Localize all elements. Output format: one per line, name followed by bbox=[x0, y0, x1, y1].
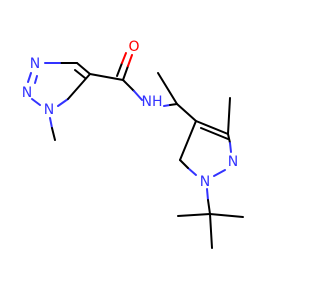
atom-n2-label: N bbox=[22, 85, 32, 101]
molecule-structure: N N N O NH N N bbox=[22, 39, 244, 249]
bond-n3-n2-double bbox=[34, 75, 38, 84]
bond-n3-n2 bbox=[27, 72, 32, 83]
bond-c4-c5-double bbox=[74, 69, 86, 79]
bond-n2-n1 bbox=[31, 98, 41, 106]
ethyl-linker bbox=[157, 72, 197, 122]
bond-pz-n1-tbu bbox=[207, 199, 211, 215]
atom-o-label: O bbox=[128, 39, 139, 55]
bond-pz-c3-methyl bbox=[227, 97, 231, 135]
bond-tbu-me3 bbox=[209, 213, 213, 249]
bond-carbonyl-o-red bbox=[127, 54, 133, 67]
bond-tbu-me1 bbox=[177, 213, 211, 217]
bond-pz-c3-n2 bbox=[227, 133, 231, 144]
bond-ch-methyl bbox=[157, 72, 178, 105]
atom-pz-n1-label: N bbox=[200, 174, 210, 190]
bond-carbonyl-o bbox=[122, 65, 129, 81]
bond-tbu-me2 bbox=[209, 213, 244, 218]
bond-carbonyl-n bbox=[122, 79, 135, 92]
triazole-ring bbox=[27, 62, 91, 141]
bond-pz-c4-c3 bbox=[195, 120, 229, 135]
bond-n1-c5 bbox=[67, 73, 91, 100]
pyrazole-ring bbox=[179, 97, 232, 215]
bond-pz-n2-n1 bbox=[213, 169, 226, 177]
bond-pz-c4-c3-double bbox=[200, 127, 229, 140]
bond-n1-methyl bbox=[51, 127, 56, 141]
bond-n-ch bbox=[169, 103, 178, 106]
bond-pz-c3-n2-n bbox=[229, 142, 232, 153]
bond-c5-carbonyl bbox=[89, 73, 124, 81]
tert-butyl-group bbox=[177, 213, 244, 249]
bond-n1-methyl-n bbox=[49, 117, 53, 129]
bond-n1-c5-n bbox=[57, 98, 69, 107]
bond-pz-n1-tbu-n bbox=[206, 188, 209, 201]
bond-carbonyl-o-double bbox=[116, 62, 123, 77]
bond-pz-c5-c4 bbox=[179, 120, 197, 161]
bond-n-ch-n bbox=[163, 104, 171, 107]
bond-pz-n1-c5-n bbox=[187, 167, 197, 176]
bond-carbonyl-n-n bbox=[133, 90, 143, 101]
atom-n3-label: N bbox=[30, 56, 40, 72]
bond-ch-pz-c4 bbox=[176, 103, 197, 122]
amide-group bbox=[89, 52, 178, 107]
bond-carbonyl-o-double-red bbox=[121, 52, 127, 64]
bond-c4-c5 bbox=[76, 62, 91, 75]
atom-nh-label: NH bbox=[142, 94, 163, 110]
bond-pz-n1-c5 bbox=[179, 159, 189, 169]
atom-n1-label: N bbox=[44, 102, 54, 118]
atom-pz-n2-label: N bbox=[228, 154, 238, 170]
